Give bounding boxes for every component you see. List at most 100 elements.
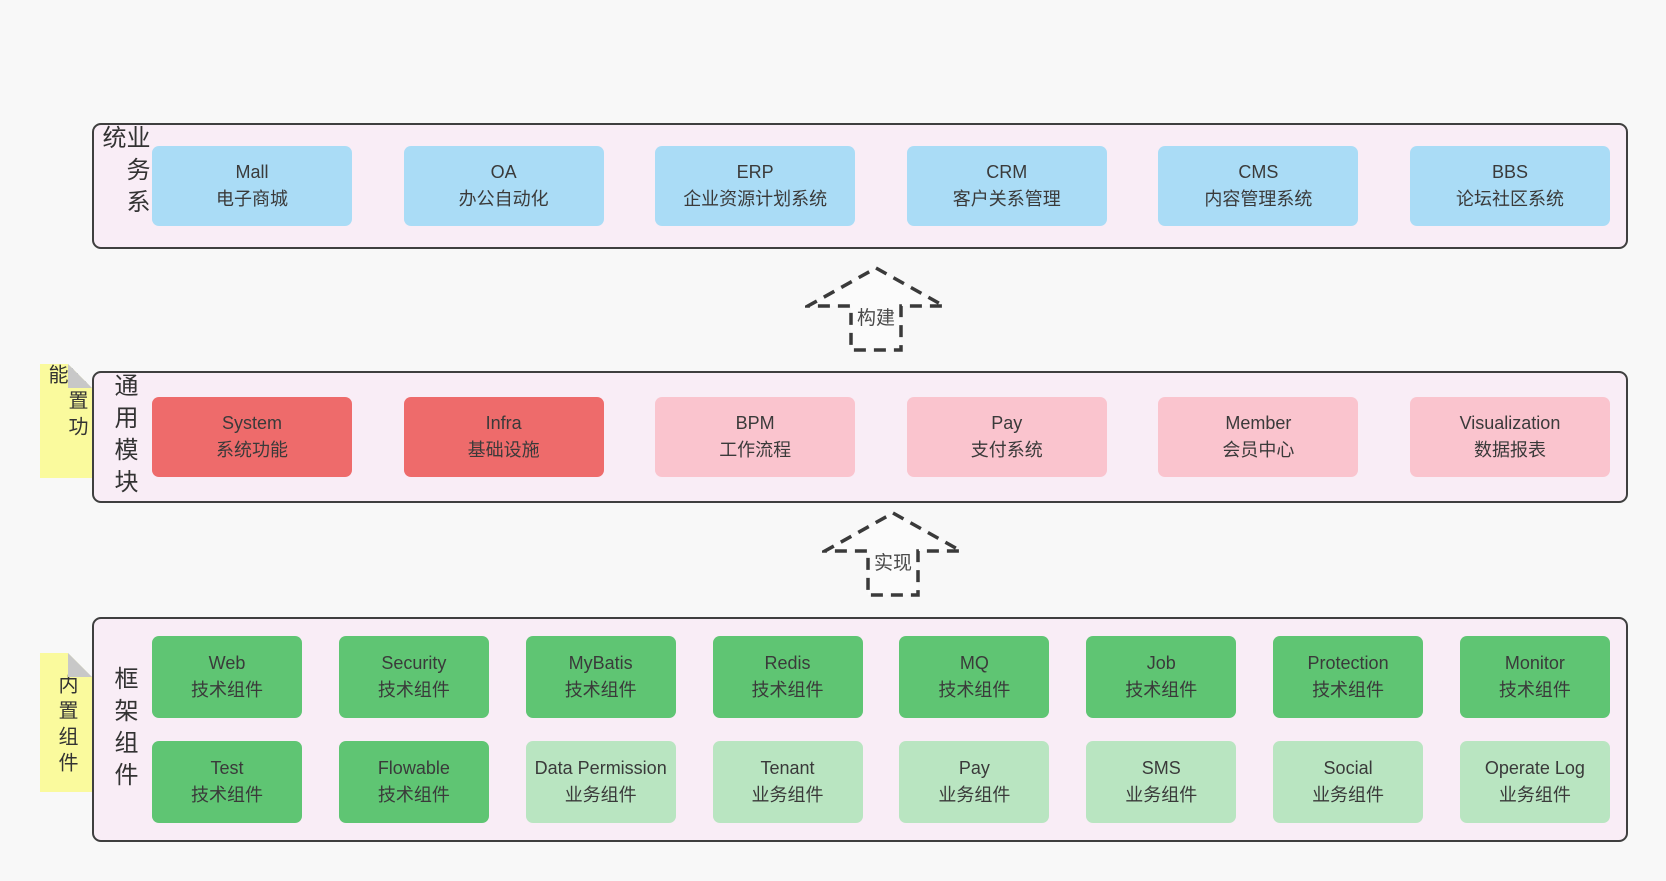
box-title: Protection (1307, 653, 1389, 673)
box-sms: SMS 业务组件 (1086, 741, 1237, 823)
box-subtitle: 技术组件 (564, 680, 637, 700)
panel-common-modules: 通用模块 System 系统功能 Infra 基础设施 BPM 工作流程 Pay… (92, 371, 1628, 503)
box-pay-component: Pay 业务组件 (899, 741, 1050, 823)
box-subtitle: 技术组件 (191, 785, 263, 805)
box-flowable: Flowable 技术组件 (338, 741, 489, 823)
box-job: Job 技术组件 (1086, 636, 1237, 718)
box-visualization: Visualization 数据报表 (1409, 397, 1610, 477)
box-test: Test 技术组件 (152, 741, 302, 823)
box-security: Security 技术组件 (338, 636, 489, 718)
box-bbs: BBS 论坛社区系统 (1409, 146, 1610, 226)
box-title: Test (210, 758, 244, 778)
box-subtitle: 企业资源计划系统 (683, 189, 828, 209)
box-title: Redis (764, 653, 811, 673)
box-subtitle: 技术组件 (1498, 680, 1571, 700)
box-crm: CRM 客户关系管理 (906, 146, 1107, 226)
box-title: MQ (959, 653, 989, 673)
components-row-1: Web 技术组件 Security 技术组件 MyBatis 技术组件 Redi… (152, 636, 1610, 718)
framework-components-boxes: Web 技术组件 Security 技术组件 MyBatis 技术组件 Redi… (152, 619, 1626, 840)
box-subtitle: 业务组件 (1498, 785, 1571, 805)
box-tenant: Tenant 业务组件 (712, 741, 863, 823)
box-mq: MQ 技术组件 (899, 636, 1050, 718)
box-data-permission: Data Permission 业务组件 (525, 741, 676, 823)
box-subtitle: 技术组件 (1312, 680, 1385, 700)
common-modules-boxes: System 系统功能 Infra 基础设施 BPM 工作流程 Pay 支付系统… (152, 373, 1626, 501)
box-title: Data Permission (534, 758, 667, 778)
box-title: Pay (991, 413, 1023, 433)
components-row-2: Test 技术组件 Flowable 技术组件 Data Permission … (152, 741, 1610, 823)
box-system: System 系统功能 (152, 397, 352, 477)
box-cms: CMS 内容管理系统 (1158, 146, 1359, 226)
box-title: OA (490, 162, 517, 182)
box-subtitle: 数据报表 (1473, 440, 1546, 460)
panel-label-common-modules: 通用模块 (110, 373, 137, 501)
box-subtitle: 电子商城 (216, 189, 288, 209)
panel-framework-components: 框架组件 Web 技术组件 Security 技术组件 MyBatis 技术组件… (92, 617, 1628, 842)
sticky-builtin-components: 内置组件 (40, 653, 92, 792)
box-title: Flowable (377, 758, 450, 778)
panel-label-column: 框架组件 (94, 619, 152, 840)
box-subtitle: 客户关系管理 (952, 189, 1061, 209)
box-title: Member (1225, 413, 1292, 433)
panel-business-systems: 业务系统 Mall 电子商城 OA 办公自动化 ERP 企业资源计划系统 CRM… (92, 123, 1628, 249)
box-subtitle: 技术组件 (1125, 680, 1198, 700)
box-title: CRM (986, 162, 1028, 182)
box-member: Member 会员中心 (1158, 397, 1359, 477)
box-title: CMS (1238, 162, 1279, 182)
box-subtitle: 支付系统 (970, 440, 1043, 460)
business-systems-boxes: Mall 电子商城 OA 办公自动化 ERP 企业资源计划系统 CRM 客户关系… (152, 125, 1626, 247)
box-title: MyBatis (568, 653, 633, 673)
sticky-builtin-features: 内置功能 (40, 364, 92, 478)
box-subtitle: 技术组件 (938, 680, 1011, 700)
box-title: BPM (735, 413, 775, 433)
box-pay-module: Pay 支付系统 (906, 397, 1107, 477)
box-mall: Mall 电子商城 (152, 146, 352, 226)
box-title: System (221, 413, 282, 433)
box-subtitle: 系统功能 (216, 440, 288, 460)
box-title: Infra (485, 413, 522, 433)
box-subtitle: 技术组件 (191, 680, 263, 700)
box-subtitle: 技术组件 (377, 785, 450, 805)
box-title: SMS (1141, 758, 1181, 778)
sticky-builtin-components-label: 内置组件 (55, 674, 77, 778)
box-title: Pay (958, 758, 990, 778)
box-title: Job (1146, 653, 1176, 673)
panel-label-framework-components: 框架组件 (110, 665, 137, 794)
panel-label-column: 通用模块 (94, 373, 152, 501)
box-title: Monitor (1504, 653, 1565, 673)
box-title: Security (381, 653, 447, 673)
box-title: Tenant (760, 758, 815, 778)
box-title: Social (1323, 758, 1373, 778)
box-mybatis: MyBatis 技术组件 (525, 636, 676, 718)
box-bpm: BPM 工作流程 (655, 397, 856, 477)
box-title: ERP (736, 162, 774, 182)
panel-label-business-systems: 业务系统 (98, 125, 149, 221)
box-subtitle: 技术组件 (751, 680, 824, 700)
arrow-implement: 实现 (822, 510, 964, 598)
panel-label-column: 业务系统 (94, 125, 152, 247)
box-infra: Infra 基础设施 (403, 397, 604, 477)
box-subtitle: 会员中心 (1222, 440, 1295, 460)
box-redis: Redis 技术组件 (712, 636, 863, 718)
box-title: Operate Log (1484, 758, 1585, 778)
box-subtitle: 技术组件 (377, 680, 450, 700)
box-title: Web (208, 653, 246, 673)
box-subtitle: 内容管理系统 (1204, 189, 1313, 209)
box-web: Web 技术组件 (152, 636, 302, 718)
box-subtitle: 业务组件 (751, 785, 824, 805)
box-social: Social 业务组件 (1273, 741, 1424, 823)
box-erp: ERP 企业资源计划系统 (655, 146, 856, 226)
box-subtitle: 基础设施 (467, 440, 540, 460)
box-title: Visualization (1459, 413, 1561, 433)
box-monitor: Monitor 技术组件 (1459, 636, 1610, 718)
box-subtitle: 业务组件 (938, 785, 1011, 805)
arrow-implement-label: 实现 (870, 548, 916, 575)
arrow-build: 构建 (805, 265, 947, 353)
box-subtitle: 业务组件 (564, 785, 637, 805)
box-oa: OA 办公自动化 (403, 146, 604, 226)
box-subtitle: 业务组件 (1312, 785, 1385, 805)
box-title: Mall (235, 162, 269, 182)
box-subtitle: 工作流程 (719, 440, 792, 460)
box-subtitle: 论坛社区系统 (1455, 189, 1564, 209)
arrow-build-label: 构建 (853, 303, 899, 330)
